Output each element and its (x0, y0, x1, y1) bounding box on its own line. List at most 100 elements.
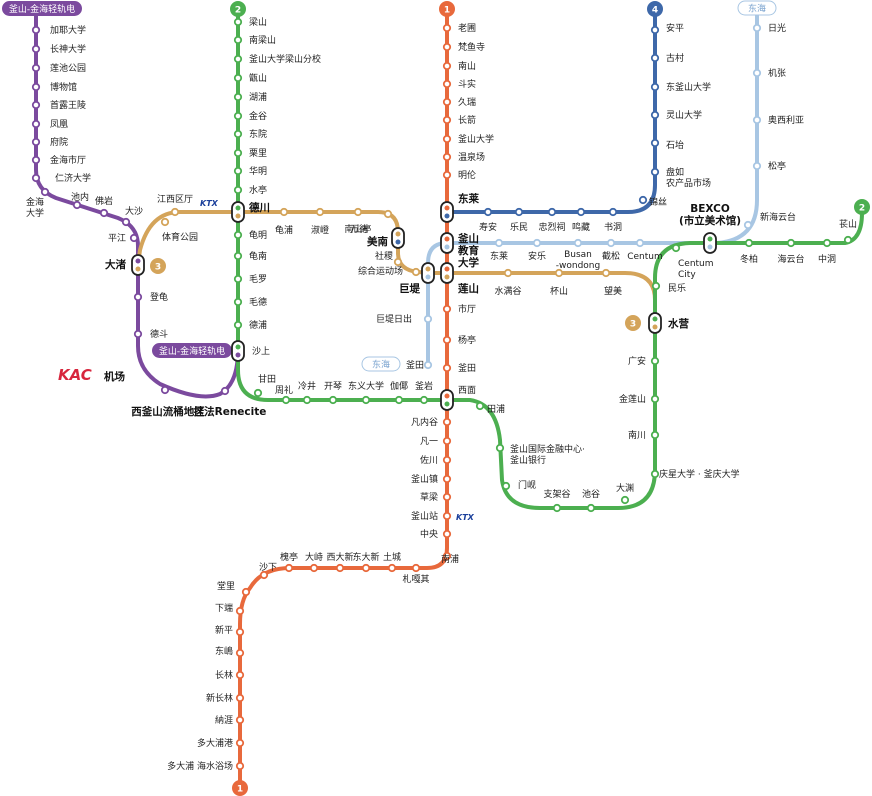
station-dot-sukdeung[interactable] (315, 207, 325, 217)
station-dot-nakdae[interactable] (235, 715, 245, 725)
station-dot-bonghwang[interactable] (31, 119, 41, 129)
station-dot-motgol[interactable] (586, 503, 596, 513)
station-dot-hadan[interactable] (235, 606, 245, 616)
station-dot-jangsan[interactable] (843, 235, 853, 245)
station-dot-dangni[interactable] (241, 587, 251, 597)
station-dot-deungu[interactable] (133, 292, 143, 302)
station-dot-deokpo[interactable] (233, 320, 243, 330)
station-dot-yangsan[interactable] (233, 17, 243, 27)
station-dot-seodaesin[interactable] (335, 563, 345, 573)
station-dot-jigegol[interactable] (552, 503, 562, 513)
station-dot-jeonpo[interactable] (475, 401, 485, 411)
station-dot-nangmin[interactable] (514, 207, 524, 217)
station-dot-dongbaek[interactable] (744, 238, 754, 248)
station-dot-gangseo[interactable] (170, 207, 180, 217)
station-dot-gimhae_city[interactable] (31, 155, 41, 165)
station-dot-ilgwang[interactable] (752, 23, 762, 33)
station-dot-gaegeum[interactable] (328, 395, 338, 405)
station-dot-dongbusan_u[interactable] (650, 82, 660, 92)
station-dot-daeyeon[interactable] (620, 495, 630, 505)
station-dot-mora[interactable] (233, 274, 243, 284)
transfer-yeonsan[interactable] (440, 262, 454, 284)
station-dot-yeongsan_u[interactable] (650, 110, 660, 120)
station-dot-bujeon[interactable] (442, 363, 452, 373)
station-dot-yeonji_park[interactable] (31, 63, 41, 73)
station-dot-sinjangnim[interactable] (235, 693, 245, 703)
station-dot-pnu[interactable] (442, 134, 452, 144)
station-dot-allak[interactable] (532, 238, 542, 248)
station-dot-hopo[interactable] (233, 92, 243, 102)
station-dot-sajik[interactable] (393, 257, 403, 267)
station-dot-geumnyeonsan[interactable] (650, 394, 660, 404)
station-dot-beomil[interactable] (442, 436, 452, 446)
station-dot-gwaebeop[interactable] (220, 386, 230, 396)
station-dot-jungang[interactable] (442, 529, 452, 539)
station-dot-dusil[interactable] (442, 79, 452, 89)
station-dot-gaya[interactable] (394, 395, 404, 405)
station-dot-daesa[interactable] (121, 217, 131, 227)
station-dot-jangsin_u[interactable] (31, 44, 41, 54)
station-dot-jaesong[interactable] (606, 238, 616, 248)
station-dot-mulmangol[interactable] (503, 268, 513, 278)
station-dot-suro[interactable] (31, 100, 41, 110)
station-dot-inje_u[interactable] (31, 173, 41, 183)
station-dot-namyangsan[interactable] (233, 35, 243, 45)
station-dot-beomeosa[interactable] (442, 42, 452, 52)
station-dot-centum_city[interactable] (671, 243, 681, 253)
station-dot-goejeong[interactable] (284, 563, 294, 573)
station-dot-sports[interactable] (411, 267, 421, 277)
transfer-seomyeon[interactable] (440, 389, 454, 411)
station-dot-toseong[interactable] (387, 563, 397, 573)
transfer-dongnae[interactable] (440, 201, 454, 223)
transfer-busan-edu[interactable] (440, 232, 454, 254)
station-dot-haeundae[interactable] (786, 238, 796, 248)
station-dot-choryang[interactable] (442, 492, 452, 502)
station-dot-gunam[interactable] (233, 251, 243, 261)
station-dot-busanjin[interactable] (442, 474, 452, 484)
station-dot-yulli[interactable] (233, 148, 243, 158)
station-dot-songjeong[interactable] (752, 161, 762, 171)
station-dot-namcheon[interactable] (650, 430, 660, 440)
station-dot-deokdu[interactable] (133, 329, 143, 339)
station-dot-gumyeong[interactable] (233, 230, 243, 240)
station-dot-namsanjeong[interactable] (353, 207, 363, 217)
station-dot-gijang[interactable] (752, 68, 762, 78)
station-dot-mandeok[interactable] (383, 209, 393, 219)
station-dot-gupo[interactable] (279, 207, 289, 217)
station-dot-dongnae_dh[interactable] (494, 238, 504, 248)
station-dot-hwamyeong[interactable] (233, 166, 243, 176)
station-dot-pyeonggang[interactable] (129, 233, 139, 243)
station-dot-centum[interactable] (635, 238, 645, 248)
station-dot-jinae[interactable] (72, 200, 82, 210)
station-dot-gaya_u[interactable] (31, 25, 41, 35)
station-dot-munhyeon[interactable] (501, 481, 511, 491)
transfer-minam[interactable] (391, 227, 405, 249)
station-dot-gamjeon[interactable] (253, 388, 263, 398)
station-dot-jung_dong[interactable] (822, 238, 832, 248)
station-dot-jagalchi[interactable] (411, 563, 421, 573)
station-dot-janggeon[interactable] (442, 115, 452, 125)
station-dot-guseo[interactable] (442, 97, 452, 107)
station-dot-saha[interactable] (259, 570, 269, 580)
station-dot-mangmi[interactable] (601, 268, 611, 278)
station-dot-seokdae[interactable] (650, 138, 660, 148)
station-dot-museum[interactable] (31, 82, 41, 92)
station-dot-busan_wondong[interactable] (573, 238, 583, 248)
station-dot-naengjeong[interactable] (302, 395, 312, 405)
station-dot-gimhae_u[interactable] (40, 187, 50, 197)
station-dot-jwacheon[interactable] (442, 455, 452, 465)
station-dot-busan_st[interactable] (442, 511, 452, 521)
station-dot-osiria[interactable] (752, 115, 762, 125)
transfer-suyeong[interactable] (648, 312, 662, 334)
station-dot-bifc[interactable] (495, 443, 505, 453)
station-dot-kyungsung[interactable] (650, 469, 660, 479)
station-dot-oncheonjang[interactable] (442, 152, 452, 162)
station-dot-baesan[interactable] (554, 268, 564, 278)
station-dot-bujeon_dh[interactable] (423, 360, 433, 370)
transfer-bexco[interactable] (703, 232, 717, 254)
station-dot-sinpyeong[interactable] (235, 627, 245, 637)
station-dot-nampo[interactable] (442, 551, 452, 561)
station-dot-jurye[interactable] (281, 395, 291, 405)
station-dot-daeti[interactable] (309, 563, 319, 573)
station-dot-chungnyeolsa[interactable] (547, 207, 557, 217)
